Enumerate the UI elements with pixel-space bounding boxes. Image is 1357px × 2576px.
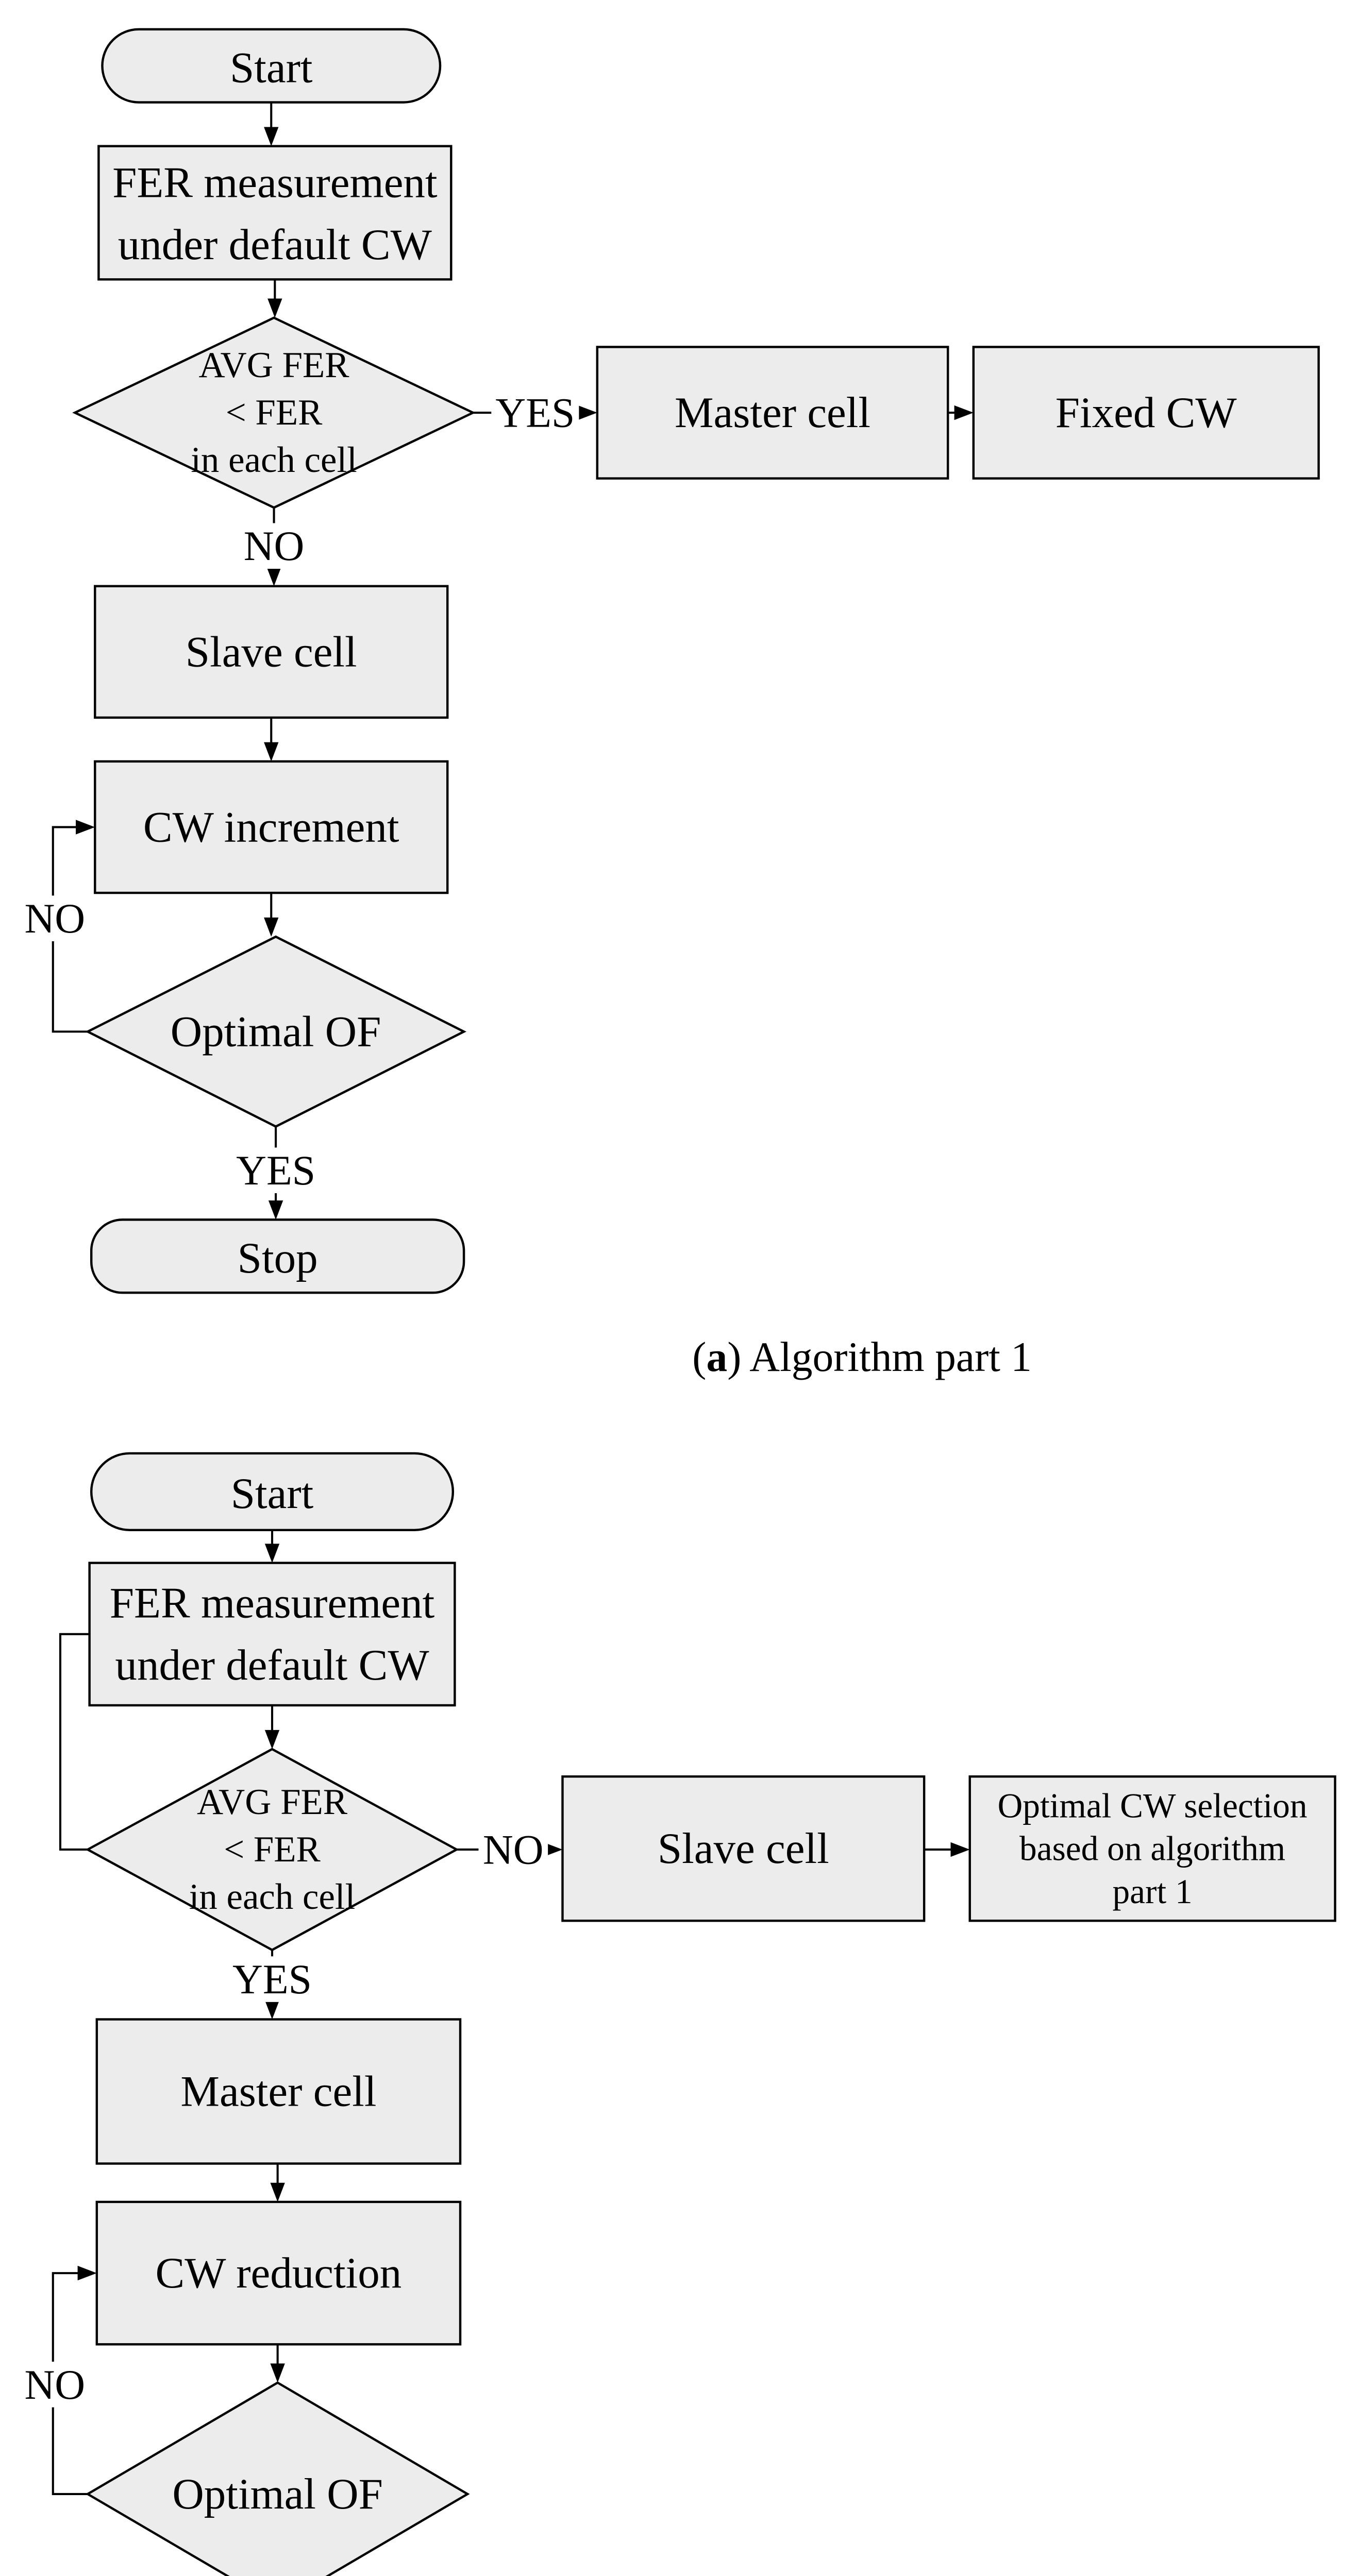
avg-fer-decision-line2-b: < FER — [224, 1829, 321, 1870]
arrowhead-reduction-to-decision-b — [270, 2363, 285, 2383]
arrowhead-no-to-slave-a — [266, 567, 281, 586]
loop-no-label-bg-a — [20, 895, 90, 941]
arrowhead-no-loop-b — [77, 2265, 97, 2281]
caption-a: (a) Algorithm part 1 — [692, 1333, 1032, 1380]
caption-a-open: ( — [692, 1333, 706, 1380]
arrowhead-master-to-reduction-b — [270, 2182, 285, 2202]
optimal-of-decision-b — [85, 2381, 470, 2576]
master-cell-process-b — [95, 2018, 462, 2165]
fixed-cw-process-a — [972, 346, 1320, 480]
no-label-bg-a — [239, 523, 309, 569]
no-label-b: NO — [483, 1826, 544, 1873]
arrowhead-yes-to-master-b — [264, 2000, 280, 2020]
arrowhead-increment-to-decision-a — [264, 917, 279, 937]
arrowhead-yes-to-stop-a — [268, 1200, 283, 1220]
stop-label-a: Stop — [238, 1234, 318, 1282]
avg-fer-decision-line2-a: < FER — [226, 393, 323, 433]
yes-label-b: YES — [232, 1956, 312, 2003]
arrowhead-yes-to-master-a — [578, 405, 597, 420]
slave-cell-process-a — [94, 585, 449, 719]
avg-fer-decision-line1-a: AVG FER — [199, 345, 350, 385]
fer-measurement-line1-a: FER measurement — [112, 159, 438, 207]
arrowhead-start-to-fer-a — [264, 127, 279, 146]
yes-label-bg-a — [491, 389, 579, 436]
fer-measurement-line1-b: FER measurement — [110, 1579, 435, 1628]
caption-a-rest: ) Algorithm part 1 — [727, 1333, 1032, 1380]
avg-fer-decision-line3-b: in each cell — [189, 1877, 356, 1917]
fer-measurement-line2-a: under default CW — [118, 221, 432, 269]
loop-no-label-bg-b — [20, 2361, 90, 2408]
fer-measurement-process-b — [88, 1562, 456, 1707]
arrowhead-start-to-fer-b — [264, 1544, 280, 1563]
caption-a-letter: a — [706, 1333, 727, 1380]
arrowhead-no-loop-a — [76, 820, 95, 835]
flowchart-a: Start FER measurement under default CW A… — [20, 28, 1320, 1380]
avg-fer-decision-line1-b: AVG FER — [197, 1782, 348, 1822]
master-cell-label-b: Master cell — [180, 2067, 376, 2116]
no-label-bg-b — [478, 1826, 548, 1873]
fer-measurement-line2-b: under default CW — [115, 1641, 429, 1689]
flowchart-b: Start FER measurement under default CW A… — [20, 1452, 1336, 2576]
optimal-of-label-b: Optimal OF — [172, 2470, 383, 2518]
yes2-label-a: YES — [236, 1147, 315, 1194]
stop-terminator-a — [90, 1218, 465, 1294]
optimal-of-label-a: Optimal OF — [171, 1007, 381, 1056]
slave-cell-label-a: Slave cell — [186, 628, 357, 676]
fer-measurement-process-a — [97, 145, 453, 281]
yes-label-a: YES — [495, 389, 575, 436]
loop-no-label-a: NO — [24, 895, 85, 942]
optimal-cw-line2-b: based on algorithm — [1019, 1829, 1285, 1868]
optimal-cw-line3-b: part 1 — [1113, 1872, 1193, 1911]
arrowhead-master-to-fixed-a — [954, 405, 974, 420]
master-cell-label-a: Master cell — [675, 388, 870, 437]
arrowhead-fer-to-decision-b — [264, 1730, 280, 1750]
fixed-cw-label-a: Fixed CW — [1056, 388, 1237, 437]
master-cell-process-a — [596, 346, 949, 480]
cw-increment-label-a: CW increment — [143, 803, 399, 851]
no-label-a: NO — [244, 522, 305, 569]
yes-label-bg-b — [228, 1956, 316, 2002]
slave-cell-process-b — [561, 1775, 926, 1922]
arrowhead-slave-to-increment-a — [264, 742, 279, 761]
arrowhead-fer-to-decision-a — [267, 298, 282, 318]
loop-no-label-b: NO — [24, 2361, 85, 2408]
start-label-a: Start — [230, 43, 313, 92]
arrowhead-slave-to-optimal-b — [950, 1842, 970, 1857]
start-label-b: Start — [231, 1469, 314, 1518]
fer-feedback-line-b — [59, 1633, 90, 1851]
yes2-label-bg-a — [232, 1147, 320, 1193]
avg-fer-decision-line3-a: in each cell — [191, 440, 357, 480]
optimal-cw-line1-b: Optimal CW selection — [998, 1786, 1308, 1825]
slave-cell-label-b: Slave cell — [658, 1824, 829, 1873]
cw-reduction-label-b: CW reduction — [156, 2249, 402, 2297]
arrowhead-no-to-slave-b — [543, 1842, 563, 1857]
optimal-cw-selection-process-b — [968, 1775, 1336, 1922]
